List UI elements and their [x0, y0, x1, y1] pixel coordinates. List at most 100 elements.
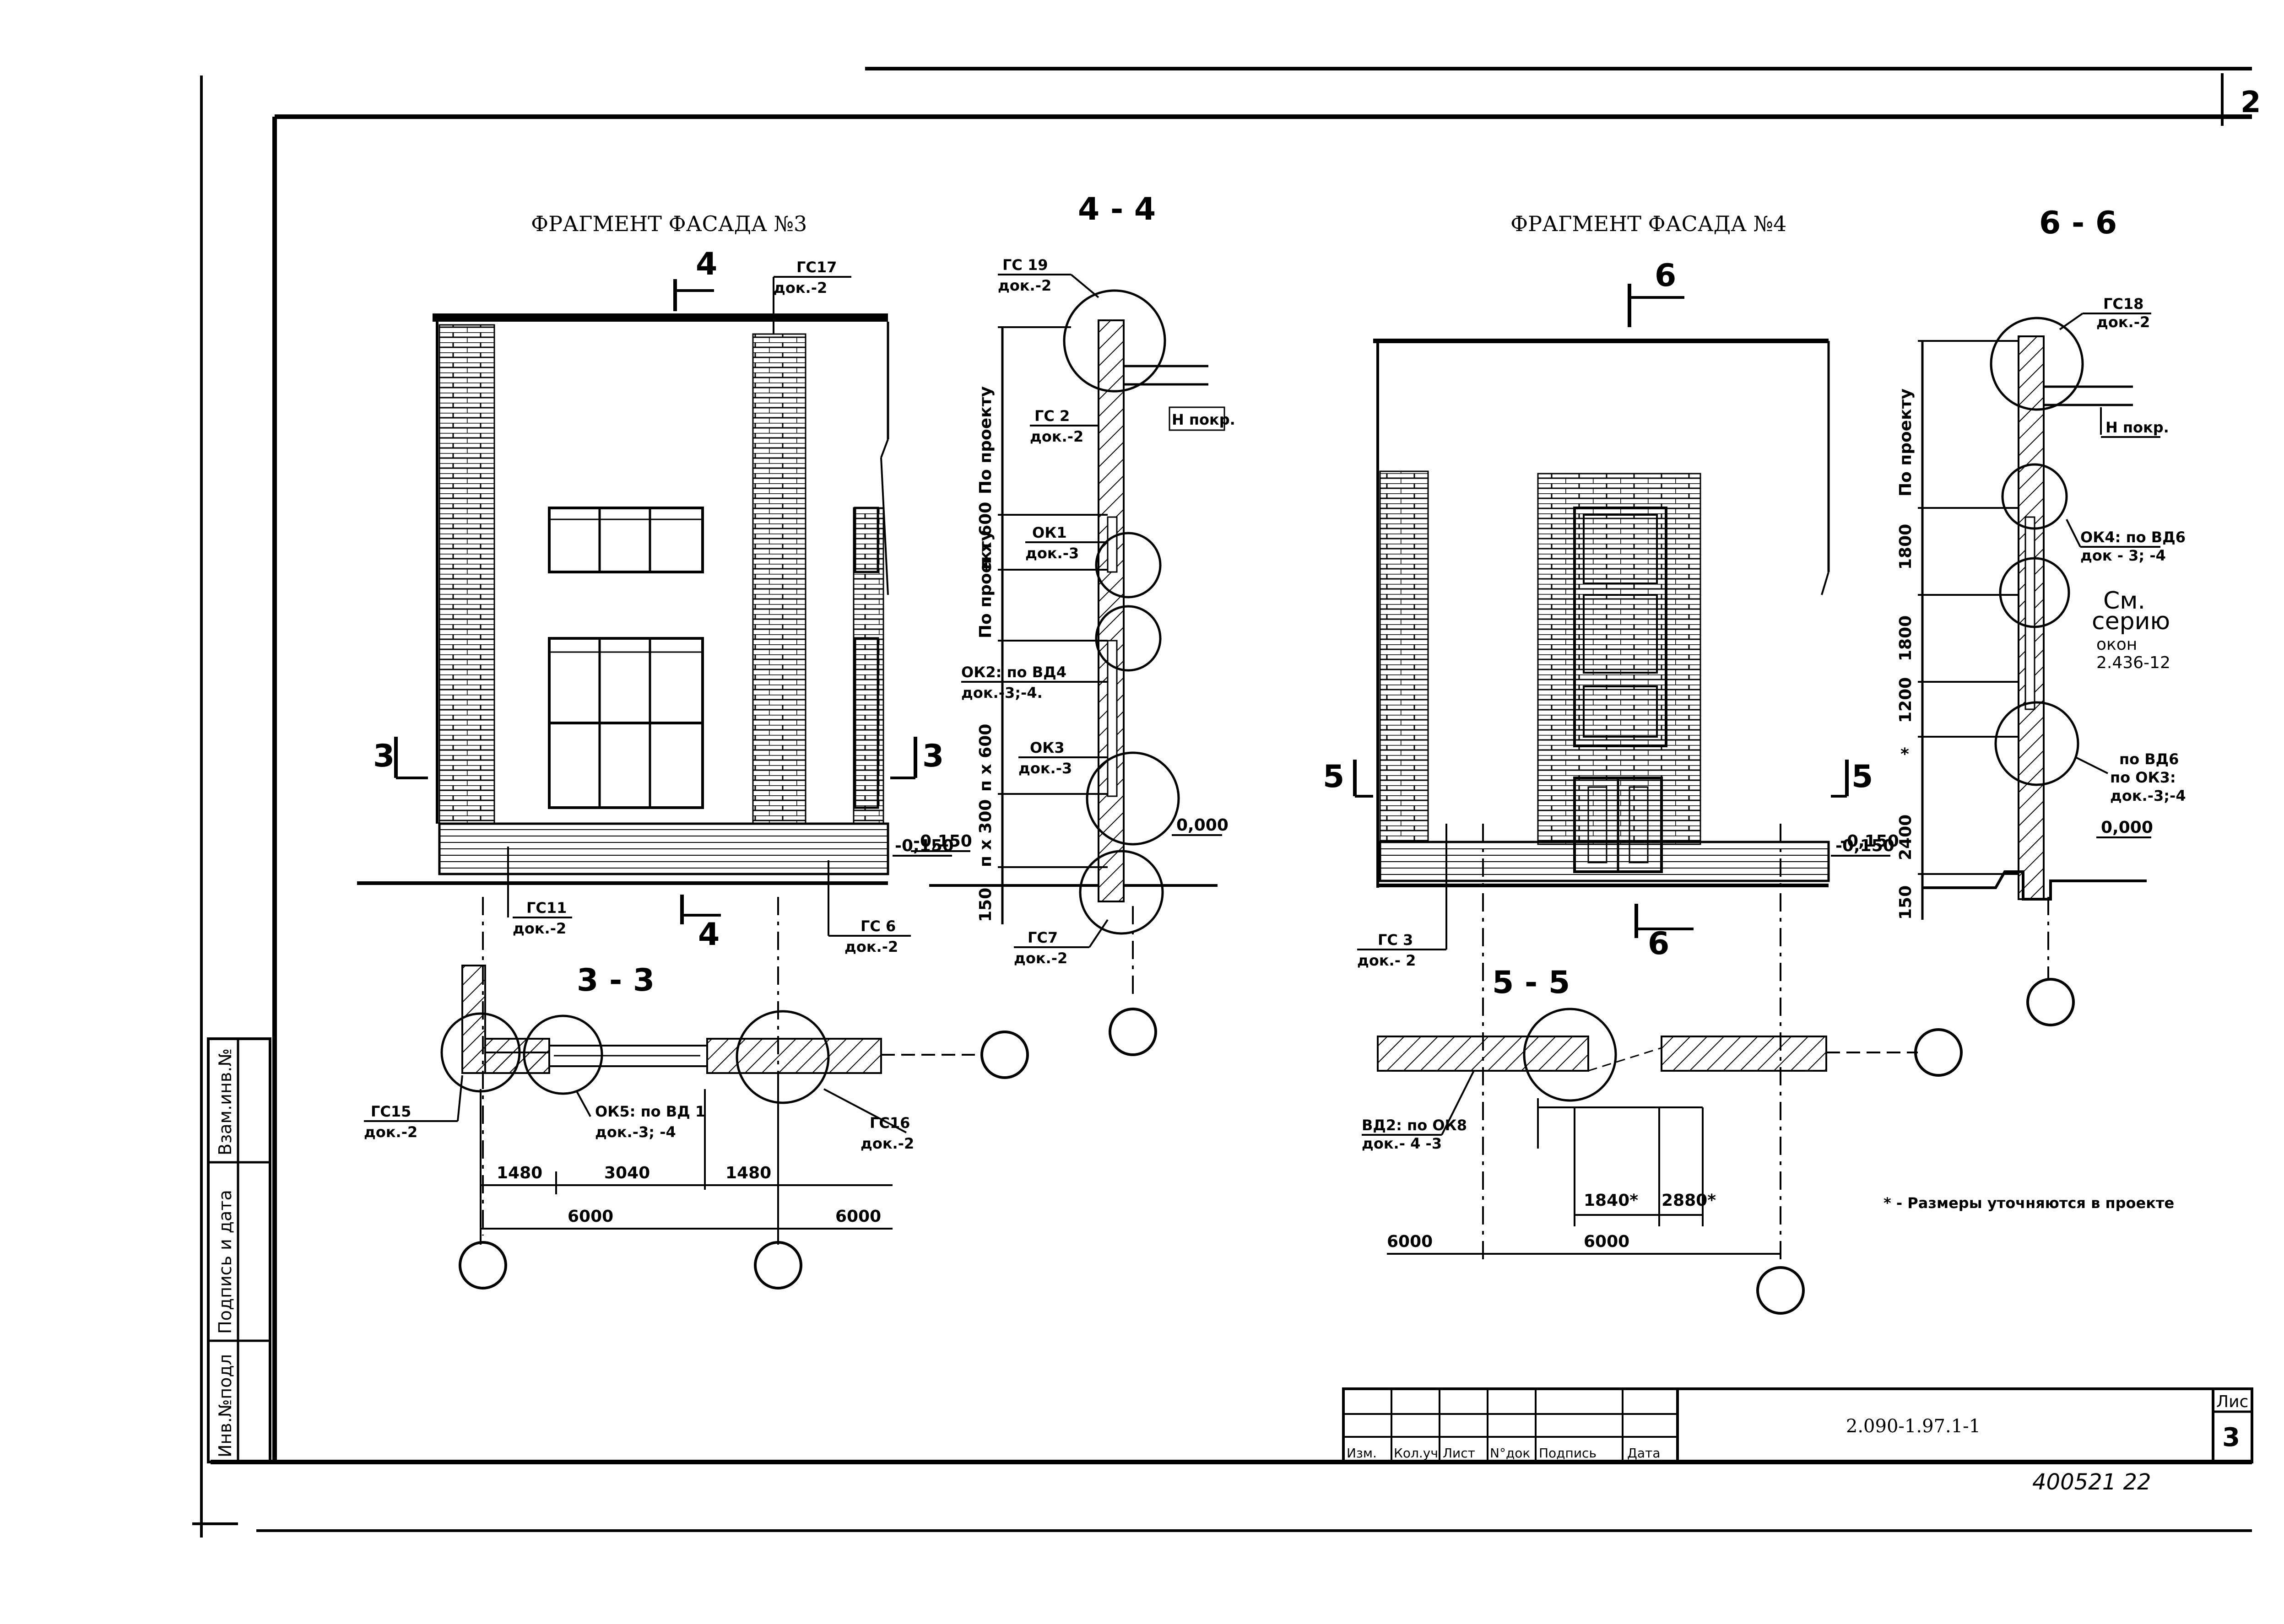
axis-bubble-c [1756, 1266, 1805, 1315]
section-4-4-roof: Н покр. [1172, 411, 1235, 428]
callout-vd2-doc: док.- 4 -3 [1362, 1135, 1442, 1152]
footnote: * - Размеры уточняются в проекте [1883, 1194, 2174, 1212]
callout-gc15-code: ГС15 [371, 1103, 411, 1120]
stamp-col-data: Дата [1627, 1446, 1661, 1461]
dim-6-6-5: 2400 [1896, 815, 1915, 860]
dim-5-5-total-0: 6000 [1387, 1232, 1433, 1251]
facade-4-section-mark-top: 6 [1655, 258, 1676, 294]
window-stack-f4 [1573, 507, 1667, 747]
facade-4-title: ФРАГМЕНТ ФАСАДА №4 [1510, 211, 1786, 236]
callout-gc3-code: ГС 3 [1378, 931, 1413, 949]
callout-gc16-doc: док.-2 [861, 1135, 914, 1152]
stamp-col-izm: Изм. [1347, 1446, 1377, 1461]
callout-ok1-doc: док.-3 [1025, 545, 1079, 562]
dim-5-5-0: 1840* [1584, 1191, 1638, 1210]
callout-ok3-code: ОК3 [1030, 739, 1065, 756]
stamp-col-podpis: Подпись [1539, 1446, 1597, 1461]
callout-vd6-doc2: док.-3;-4 [2110, 787, 2186, 804]
dim-3-3-1: 3040 [604, 1164, 650, 1182]
section-4-4-level-1: -0,150 [913, 832, 972, 851]
section-6-6: 6 - 6 По проекту 1800 1800 1200 * 2400 1… [1840, 205, 2186, 1026]
callout-gc6-code: ГС 6 [861, 917, 896, 935]
section-6-6-level-1: -0,150 [1840, 832, 1899, 851]
facade-4-level: -0,150 [1835, 836, 1894, 855]
callout-gc18-code: ГС18 [2103, 295, 2143, 313]
wall-plan-5-5-right [1661, 1036, 1827, 1072]
section-6-6-roof: Н покр. [2105, 419, 2169, 436]
document-code: 2.090-1.97.1-1 [1846, 1416, 1981, 1437]
section-4-4: 4 - 4 По проекту п х 600 По проекту п х … [911, 191, 1235, 1056]
facade-4-section-mark-bottom: 6 [1648, 926, 1669, 962]
callout-gc11-code: ГС11 [526, 899, 567, 917]
axis-bubble-6-6 [2026, 978, 2075, 1026]
callout-gc7-doc: док.-2 [1014, 950, 1067, 967]
sheet-label: Лис [2216, 1392, 2248, 1411]
dim-3-3-total-1: 6000 [835, 1207, 881, 1226]
facade-3-section-mark-top: 4 [696, 246, 717, 282]
dim-3-3-total-0: 6000 [568, 1207, 613, 1226]
pilaster-left [438, 324, 495, 825]
title-block: Изм. Кол.уч Лист N°док Подпись Дата 2.09… [1342, 1387, 2253, 1495]
callout-ok2-code: ОК2: по ВД4 [961, 664, 1066, 681]
side-label-vzam-inv: Взам.инв.№ [215, 1048, 235, 1155]
section-4-4-title: 4 - 4 [1078, 191, 1156, 227]
section-4-4-level-0: 0,000 [1176, 816, 1229, 835]
callout-gc15-doc: док.-2 [364, 1123, 417, 1141]
dim-6-6-3: 1200 [1896, 677, 1915, 723]
window-lower [548, 637, 704, 809]
stamp-col-kol: Кол.уч [1394, 1446, 1438, 1461]
callout-gc19-doc: док.-2 [998, 277, 1051, 294]
facade-4: ФРАГМЕНТ ФАСАДА №4 6 6 5 [1323, 211, 1894, 1263]
axis-bubble-a [459, 1241, 507, 1289]
axis-bubble-3-3 [980, 1031, 1029, 1079]
section-5-5: 5 - 5 ВД2: по ОК8 док.- 4 -3 1840* 2880*… [1362, 965, 2174, 1315]
dim-6-6-0: По проекту [1896, 388, 1915, 496]
dim-6-6-6: 150 [1896, 885, 1915, 920]
facade-3-section-mark-left: 3 [373, 738, 395, 774]
callout-ok4-code: ОК4: по ВД6 [2080, 529, 2186, 546]
series-note-0: См. [2103, 587, 2145, 615]
section-5-5-title: 5 - 5 [1492, 965, 1570, 1001]
callout-gc2-doc: док.-2 [1030, 428, 1083, 445]
pilaster-left-f4 [1379, 470, 1429, 843]
axis-bubble-b [754, 1241, 802, 1289]
dim-4-4-5: 150 [976, 888, 995, 922]
pilaster-middle [752, 333, 806, 825]
dim-6-6-4: * [1900, 745, 1909, 764]
dim-4-4-2: По проекту [976, 530, 995, 638]
plinth [438, 822, 889, 875]
dim-4-4-3: п х 600 [976, 724, 995, 792]
wall-plan-5-5-left [1377, 1036, 1589, 1072]
callout-ok5-code: ОК5: по ВД 1 [595, 1103, 705, 1120]
callout-gc19-code: ГС 19 [1002, 256, 1048, 274]
sheet-frame: 2 [192, 67, 2261, 1538]
callout-vd2-code: ВД2: по ОК8 [1362, 1117, 1467, 1134]
series-note-1: серию [2092, 608, 2170, 635]
dim-3-3-2: 1480 [725, 1164, 771, 1182]
callout-gc17-doc: док.-2 [774, 279, 827, 297]
dim-4-4-1: п х 600 [976, 502, 995, 570]
callout-ok5-doc: док.-3; -4 [595, 1123, 676, 1141]
facade-4-section-mark-right: 5 [1851, 759, 1873, 795]
page-corner-number: 2 [2241, 86, 2261, 119]
callout-ok2-doc: док.-3;-4. [961, 684, 1043, 701]
window-upper [548, 507, 704, 573]
facade-4-section-mark-left: 5 [1323, 759, 1344, 795]
callout-gc7-code: ГС7 [1028, 929, 1058, 946]
facade-3: ФРАГМЕНТ ФАСАДА №3 [357, 211, 954, 1236]
axis-bubble-4-4 [1109, 1008, 1157, 1056]
parapet [433, 313, 888, 322]
dim-4-4-0: По проекту [976, 386, 995, 494]
section-3-3: 3 - 3 ГС15 док.-2 ОК5: по ВД 1 док.-3; -… [364, 962, 1029, 1289]
side-label-inv-podl: Инв.№подл [215, 1354, 235, 1457]
stamp-col-list: Лист [1443, 1446, 1475, 1461]
callout-ok1-code: ОК1 [1032, 524, 1067, 541]
dim-5-5-total-1: 6000 [1584, 1232, 1629, 1251]
callout-gc3-doc: док.- 2 [1357, 952, 1416, 969]
sheet-number: 3 [2222, 1423, 2240, 1452]
callout-gc11-doc: док.-2 [513, 920, 566, 937]
plinth-f4 [1379, 841, 1830, 882]
dim-6-6-1: 1800 [1896, 524, 1915, 570]
facade-3-title: ФРАГМЕНТ ФАСАДА №3 [531, 211, 807, 236]
